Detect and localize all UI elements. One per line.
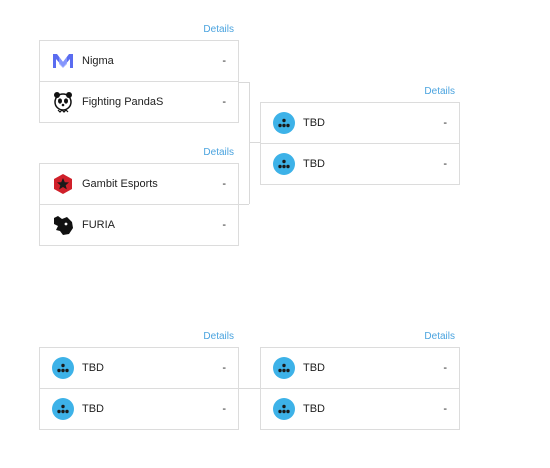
team-row[interactable]: Nigma - [40, 41, 238, 81]
details-link[interactable]: Details [203, 331, 234, 342]
team-name: TBD [303, 403, 325, 415]
team-name: Fighting PandaS [82, 96, 164, 108]
tbd-logo-icon [52, 357, 74, 379]
details-link[interactable]: Details [424, 86, 455, 97]
team-name: FURIA [82, 219, 115, 231]
match-card-lower-2[interactable]: TBD - TBD - [260, 347, 460, 430]
details-link[interactable]: Details [203, 24, 234, 35]
bracket-connector [239, 388, 260, 389]
team-row[interactable]: TBD - [40, 388, 238, 429]
match-card-upper-final[interactable]: TBD - TBD - [260, 102, 460, 185]
bracket-connector [239, 82, 249, 83]
match-card-upper-semifinal-1[interactable]: Nigma - Fighting PandaS - [39, 40, 239, 123]
team-row[interactable]: Fighting PandaS - [40, 81, 238, 122]
bracket-connector [249, 82, 250, 204]
team-row[interactable]: TBD - [261, 388, 459, 429]
team-name: TBD [303, 117, 325, 129]
team-score: - [222, 178, 226, 190]
team-score: - [443, 403, 447, 415]
team-score: - [222, 362, 226, 374]
team-name: TBD [82, 362, 104, 374]
team-score: - [222, 55, 226, 67]
match-card-upper-semifinal-2[interactable]: Gambit Esports - FURIA - [39, 163, 239, 246]
tbd-logo-icon [52, 398, 74, 420]
team-name: Gambit Esports [82, 178, 158, 190]
tbd-logo-icon [273, 357, 295, 379]
furia-logo-icon [52, 214, 74, 236]
team-name: TBD [303, 362, 325, 374]
team-row[interactable]: TBD - [40, 348, 238, 388]
tbd-logo-icon [273, 398, 295, 420]
team-score: - [443, 362, 447, 374]
team-score: - [222, 96, 226, 108]
details-link[interactable]: Details [203, 147, 234, 158]
gambit-logo-icon [52, 173, 74, 195]
team-score: - [222, 219, 226, 231]
team-row[interactable]: TBD - [261, 103, 459, 143]
team-score: - [222, 403, 226, 415]
team-name: TBD [303, 158, 325, 170]
team-row[interactable]: TBD - [261, 143, 459, 184]
tbd-logo-icon [273, 153, 295, 175]
match-card-lower-1[interactable]: TBD - TBD - [39, 347, 239, 430]
team-name: TBD [82, 403, 104, 415]
team-score: - [443, 158, 447, 170]
fighting-pandas-logo-icon [52, 91, 74, 113]
team-row[interactable]: TBD - [261, 348, 459, 388]
bracket-connector [239, 204, 249, 205]
tbd-logo-icon [273, 112, 295, 134]
team-name: Nigma [82, 55, 114, 67]
team-score: - [443, 117, 447, 129]
bracket-connector [249, 142, 260, 143]
team-row[interactable]: Gambit Esports - [40, 164, 238, 204]
details-link[interactable]: Details [424, 331, 455, 342]
team-row[interactable]: FURIA - [40, 204, 238, 245]
nigma-logo-icon [52, 50, 74, 72]
